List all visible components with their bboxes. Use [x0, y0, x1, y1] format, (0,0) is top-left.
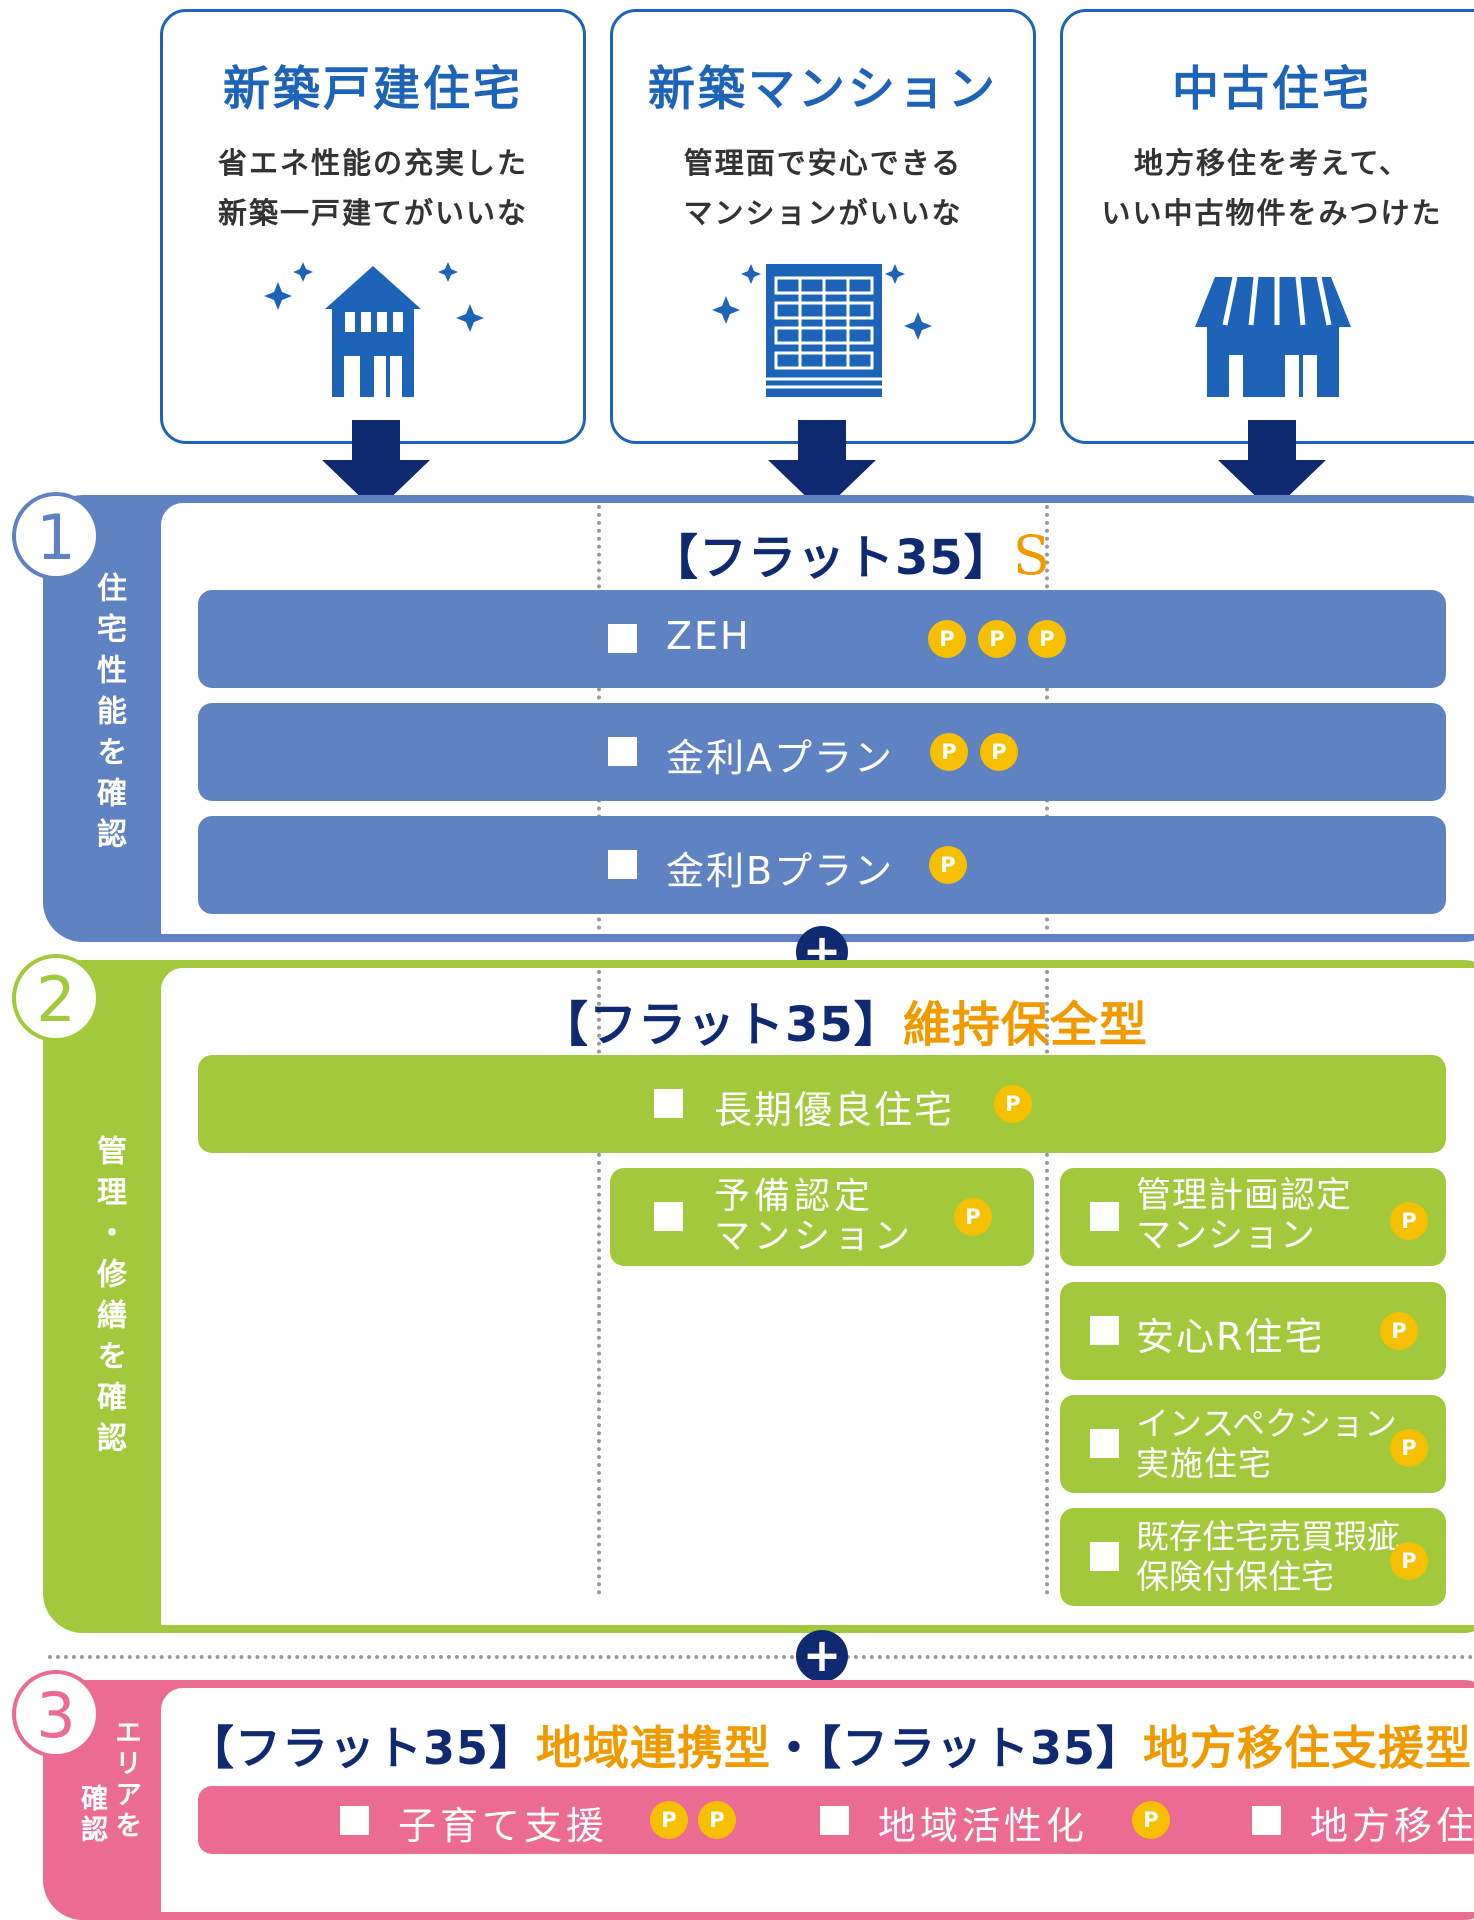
checkbox-square: [1090, 1316, 1119, 1345]
checkbox-square: [608, 624, 637, 653]
plus-icon: +: [796, 1630, 848, 1682]
point-badge: P: [1390, 1429, 1428, 1467]
checkbox-square: [1090, 1542, 1119, 1571]
heading-separator: ・: [771, 1721, 819, 1775]
point-badge: P: [928, 620, 966, 658]
point-badge: P: [994, 1085, 1032, 1123]
column-divider: [597, 970, 601, 1595]
checkbox-square[interactable]: [1252, 1806, 1281, 1835]
checkbox-square[interactable]: [820, 1806, 849, 1835]
card-used-house[interactable]: 中古住宅 地方移住を考えて、 いい中古物件をみつけた: [1060, 9, 1474, 444]
item-label: 長期優良住宅: [714, 1088, 955, 1132]
heading-chiiki-renkei: 地域連携型: [536, 1721, 772, 1775]
item-zeh[interactable]: ZEH P P P: [198, 590, 1446, 688]
column-divider: [1045, 970, 1049, 1595]
heading-chiho-iju: 地方移住支援型: [1143, 1721, 1473, 1775]
item-label[interactable]: 地方移住: [1310, 1804, 1474, 1848]
point-badge: P: [978, 620, 1016, 658]
area-items-bar: 子育て支援 P P 地域活性化 P 地方移住: [198, 1786, 1474, 1854]
point-badge: P: [954, 1198, 992, 1236]
card-new-mansion[interactable]: 新築マンション 管理面で安心できる マンションがいいな: [610, 9, 1036, 444]
section2-number: 2: [12, 954, 100, 1042]
item-yobi-nintei[interactable]: 予備認定 マンション P: [610, 1168, 1034, 1266]
card-text-line1: 管理面で安心できる: [683, 146, 963, 180]
point-badge: P: [930, 733, 968, 771]
heading-flat35: 【フラット35】: [818, 1721, 1144, 1775]
section1-number: 1: [12, 492, 100, 580]
item-anshin-r[interactable]: 安心R住宅 P: [1060, 1282, 1446, 1380]
item-kanri-keikaku[interactable]: 管理計画認定 マンション P: [1060, 1168, 1446, 1266]
card-text-line2: 新築一戸建てがいいな: [217, 196, 528, 230]
item-label-line1: インスペクション: [1136, 1404, 1398, 1443]
item-label-line1: 既存住宅売買瑕疵: [1136, 1517, 1400, 1556]
section2-heading: 【フラット35】維持保全型: [540, 985, 1148, 1055]
point-badge: P: [1390, 1202, 1428, 1240]
item-kashi-hoken[interactable]: 既存住宅売買瑕疵 保険付保住宅 P: [1060, 1508, 1446, 1606]
checkbox-square: [654, 1202, 683, 1231]
item-label: 金利Aプラン: [666, 736, 894, 780]
card-new-house[interactable]: 新築戸建住宅 省エネ性能の充実した 新築一戸建てがいいな: [160, 9, 586, 444]
heading-flat35: 【フラット35】: [188, 1721, 537, 1775]
item-label-line1: 管理計画認定: [1136, 1176, 1353, 1216]
item-chouki-yuryo[interactable]: 長期優良住宅 P: [198, 1055, 1446, 1153]
item-label-line2: マンション: [714, 1216, 915, 1257]
point-badge: P: [650, 1801, 688, 1839]
checkbox-square[interactable]: [340, 1806, 369, 1835]
checkbox-square: [1090, 1202, 1119, 1231]
heading-flat35: 【フラット35】: [540, 997, 903, 1053]
item-kinri-a[interactable]: 金利Aプラン P P: [198, 703, 1446, 801]
point-badge: P: [980, 733, 1018, 771]
point-badge: P: [1390, 1542, 1428, 1580]
item-inspection[interactable]: インスペクション 実施住宅 P: [1060, 1395, 1446, 1493]
heading-s: S: [1012, 524, 1051, 587]
checkbox-square: [608, 850, 637, 879]
card-text-line1: 地方移住を考えて、: [1133, 146, 1411, 180]
section3-label-col1: エリアを: [110, 1718, 141, 1842]
down-arrow-icon: [322, 420, 430, 512]
section1-heading: 【フラット35】S: [650, 518, 1051, 588]
house-icon: [264, 262, 484, 397]
point-badge: P: [1028, 620, 1066, 658]
card-title: 中古住宅: [1172, 62, 1372, 117]
checkbox-square: [1090, 1429, 1119, 1458]
heading-flat35: 【フラット35】: [650, 530, 1013, 586]
item-label: 金利Bプラン: [666, 849, 895, 893]
item-kinri-b[interactable]: 金利Bプラン P: [198, 816, 1446, 914]
section2-label: 管理・修繕を確認: [91, 1135, 126, 1463]
point-badge: P: [698, 1801, 736, 1839]
item-label-line1: 予備認定: [714, 1176, 875, 1217]
item-label-line2: 実施住宅: [1136, 1444, 1272, 1483]
point-badge: P: [929, 846, 967, 884]
item-label[interactable]: 子育て支援: [398, 1804, 609, 1848]
card-title: 新築戸建住宅: [223, 62, 523, 117]
section-divider: [48, 1655, 1474, 1659]
card-text-line2: いい中古物件をみつけた: [1101, 196, 1443, 230]
section3-label-col2: 確認: [76, 1784, 107, 1846]
down-arrow-icon: [768, 420, 876, 512]
section3-heading: 【フラット35】地域連携型・【フラット35】地方移住支援型: [188, 1712, 1472, 1778]
heading-type: 維持保全型: [902, 997, 1148, 1053]
point-badge: P: [1380, 1312, 1418, 1350]
section3-number: 3: [12, 1670, 100, 1758]
point-badge: P: [1132, 1801, 1170, 1839]
checkbox-square: [654, 1089, 683, 1118]
item-label-line2: 保険付保住宅: [1136, 1557, 1334, 1596]
shop-house-icon: [1195, 276, 1351, 397]
checkbox-square: [608, 737, 637, 766]
item-label: ZEH: [666, 614, 751, 658]
item-label[interactable]: 地域活性化: [878, 1804, 1089, 1848]
card-text-line1: 省エネ性能の充実した: [217, 146, 528, 180]
apartment-icon: [712, 264, 932, 397]
item-label-line2: マンション: [1136, 1216, 1317, 1256]
item-label: 安心R住宅: [1136, 1315, 1325, 1359]
down-arrow-icon: [1218, 420, 1326, 512]
card-text-line2: マンションがいいな: [683, 196, 963, 230]
section1-label: 住宅性能を確認: [91, 572, 126, 859]
card-title: 新築マンション: [648, 62, 998, 117]
